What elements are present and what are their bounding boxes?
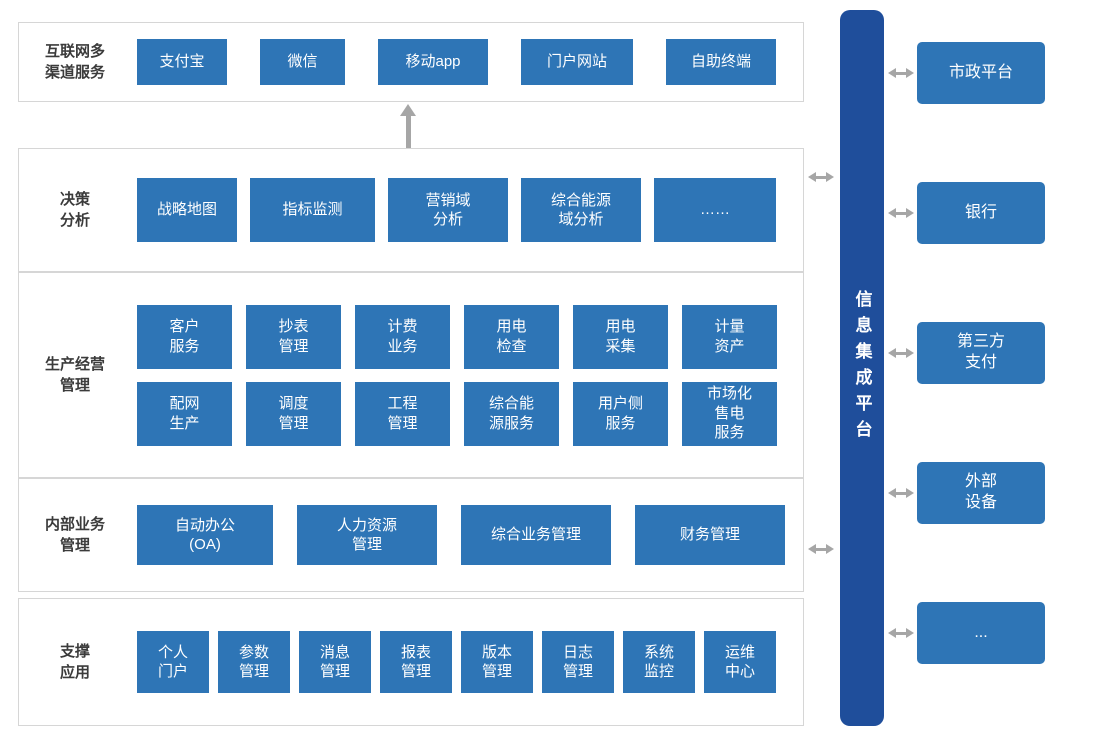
external-system-box: 第三方 支付 [917, 322, 1045, 384]
external-systems-column: 市政平台银行第三方 支付外部 设备... [917, 42, 1045, 664]
external-system-box: 外部 设备 [917, 462, 1045, 524]
support-box: 报表 管理 [380, 631, 452, 693]
internal-box: 人力资源 管理 [297, 505, 437, 565]
band-internal-label: 内部业务 管理 [44, 516, 105, 554]
production-box: 用电 检查 [464, 304, 559, 369]
production-box: 计费 业务 [355, 304, 450, 369]
decision-box: 战略地图 [137, 178, 237, 242]
production-box: 计量 资产 [682, 304, 777, 369]
bidirectional-arrow-thirdparty [888, 348, 914, 358]
support-box: 参数 管理 [218, 631, 290, 693]
channel-box: 微信 [260, 39, 345, 85]
bidirectional-arrow-bank [888, 208, 914, 218]
support-box: 版本 管理 [461, 631, 533, 693]
external-system-box: 市政平台 [917, 42, 1045, 104]
arrow-line [894, 351, 908, 355]
internal-box: 财务管理 [635, 505, 785, 565]
production-box: 用电 采集 [573, 304, 668, 369]
production-box: 综合能 源服务 [464, 381, 559, 446]
support-box: 个人 门户 [137, 631, 209, 693]
band-production-label: 生产经营 管理 [44, 356, 105, 394]
bidirectional-arrow-internal [808, 544, 834, 554]
production-boxes-row1: 客户 服务抄表 管理计费 业务用电 检查用电 采集计量 资产 [131, 304, 803, 369]
production-box: 调度 管理 [246, 381, 341, 446]
support-box: 消息 管理 [299, 631, 371, 693]
channel-box: 自助终端 [666, 39, 776, 85]
channel-box: 移动app [378, 39, 488, 85]
bidirectional-arrow-municipal [888, 68, 914, 78]
band-production: 生产经营 管理 客户 服务抄表 管理计费 业务用电 检查用电 采集计量 资产 配… [18, 272, 804, 478]
up-arrow [400, 104, 416, 148]
production-box: 抄表 管理 [246, 304, 341, 369]
integration-platform-bar: 信息集成平台 [840, 10, 884, 726]
internal-box: 综合业务管理 [461, 505, 611, 565]
arrow-line [894, 211, 908, 215]
internal-box: 自动办公 (OA) [137, 505, 273, 565]
production-boxes: 客户 服务抄表 管理计费 业务用电 检查用电 采集计量 资产 配网 生产调度 管… [131, 273, 803, 477]
band-support-label: 支撑 应用 [59, 643, 90, 681]
integration-platform-label: 信息集成平台 [852, 290, 872, 446]
decision-box: 指标监测 [250, 178, 375, 242]
arrow-line [894, 631, 908, 635]
production-box: 市场化 售电 服务 [682, 381, 777, 446]
support-box: 日志 管理 [542, 631, 614, 693]
bidirectional-arrow-decision [808, 172, 834, 182]
band-decision: 决策 分析 战略地图指标监测营销域 分析综合能源 域分析…… [18, 148, 804, 272]
arrow-line [894, 491, 908, 495]
decision-box: 营销域 分析 [388, 178, 508, 242]
support-boxes: 个人 门户参数 管理消息 管理报表 管理版本 管理日志 管理系统 监控运维 中心 [131, 599, 803, 725]
band-support: 支撑 应用 个人 门户参数 管理消息 管理报表 管理版本 管理日志 管理系统 监… [18, 598, 804, 726]
bidirectional-arrow-other [888, 628, 914, 638]
decision-box: 综合能源 域分析 [521, 178, 641, 242]
up-arrow-head [400, 104, 416, 116]
production-box: 用户侧 服务 [573, 381, 668, 446]
arrow-line [814, 175, 828, 179]
arrow-line [894, 71, 908, 75]
external-system-box: ... [917, 602, 1045, 664]
channel-box: 支付宝 [137, 39, 227, 85]
production-box: 客户 服务 [137, 304, 232, 369]
channels-boxes: 支付宝微信移动app 门户网站自助终端 [131, 23, 803, 101]
band-decision-label: 决策 分析 [59, 191, 90, 229]
support-box: 系统 监控 [623, 631, 695, 693]
channel-box: 门户网站 [521, 39, 633, 85]
bidirectional-arrow-devices [888, 488, 914, 498]
decision-boxes: 战略地图指标监测营销域 分析综合能源 域分析…… [131, 149, 803, 271]
band-channels-label: 互联网多 渠道服务 [44, 43, 105, 81]
internal-boxes: 自动办公 (OA) 人力资源 管理综合业务管理财务管理 [131, 479, 803, 591]
decision-box: …… [654, 178, 776, 242]
production-box: 配网 生产 [137, 381, 232, 446]
production-box: 工程 管理 [355, 381, 450, 446]
band-internal: 内部业务 管理 自动办公 (OA) 人力资源 管理综合业务管理财务管理 [18, 478, 804, 592]
up-arrow-stem [405, 115, 411, 148]
external-system-box: 银行 [917, 182, 1045, 244]
arrow-line [814, 547, 828, 551]
band-channels: 互联网多 渠道服务 支付宝微信移动app 门户网站自助终端 [18, 22, 804, 102]
production-boxes-row2: 配网 生产调度 管理工程 管理综合能 源服务用户侧 服务市场化 售电 服务 [131, 381, 803, 446]
support-box: 运维 中心 [704, 631, 776, 693]
